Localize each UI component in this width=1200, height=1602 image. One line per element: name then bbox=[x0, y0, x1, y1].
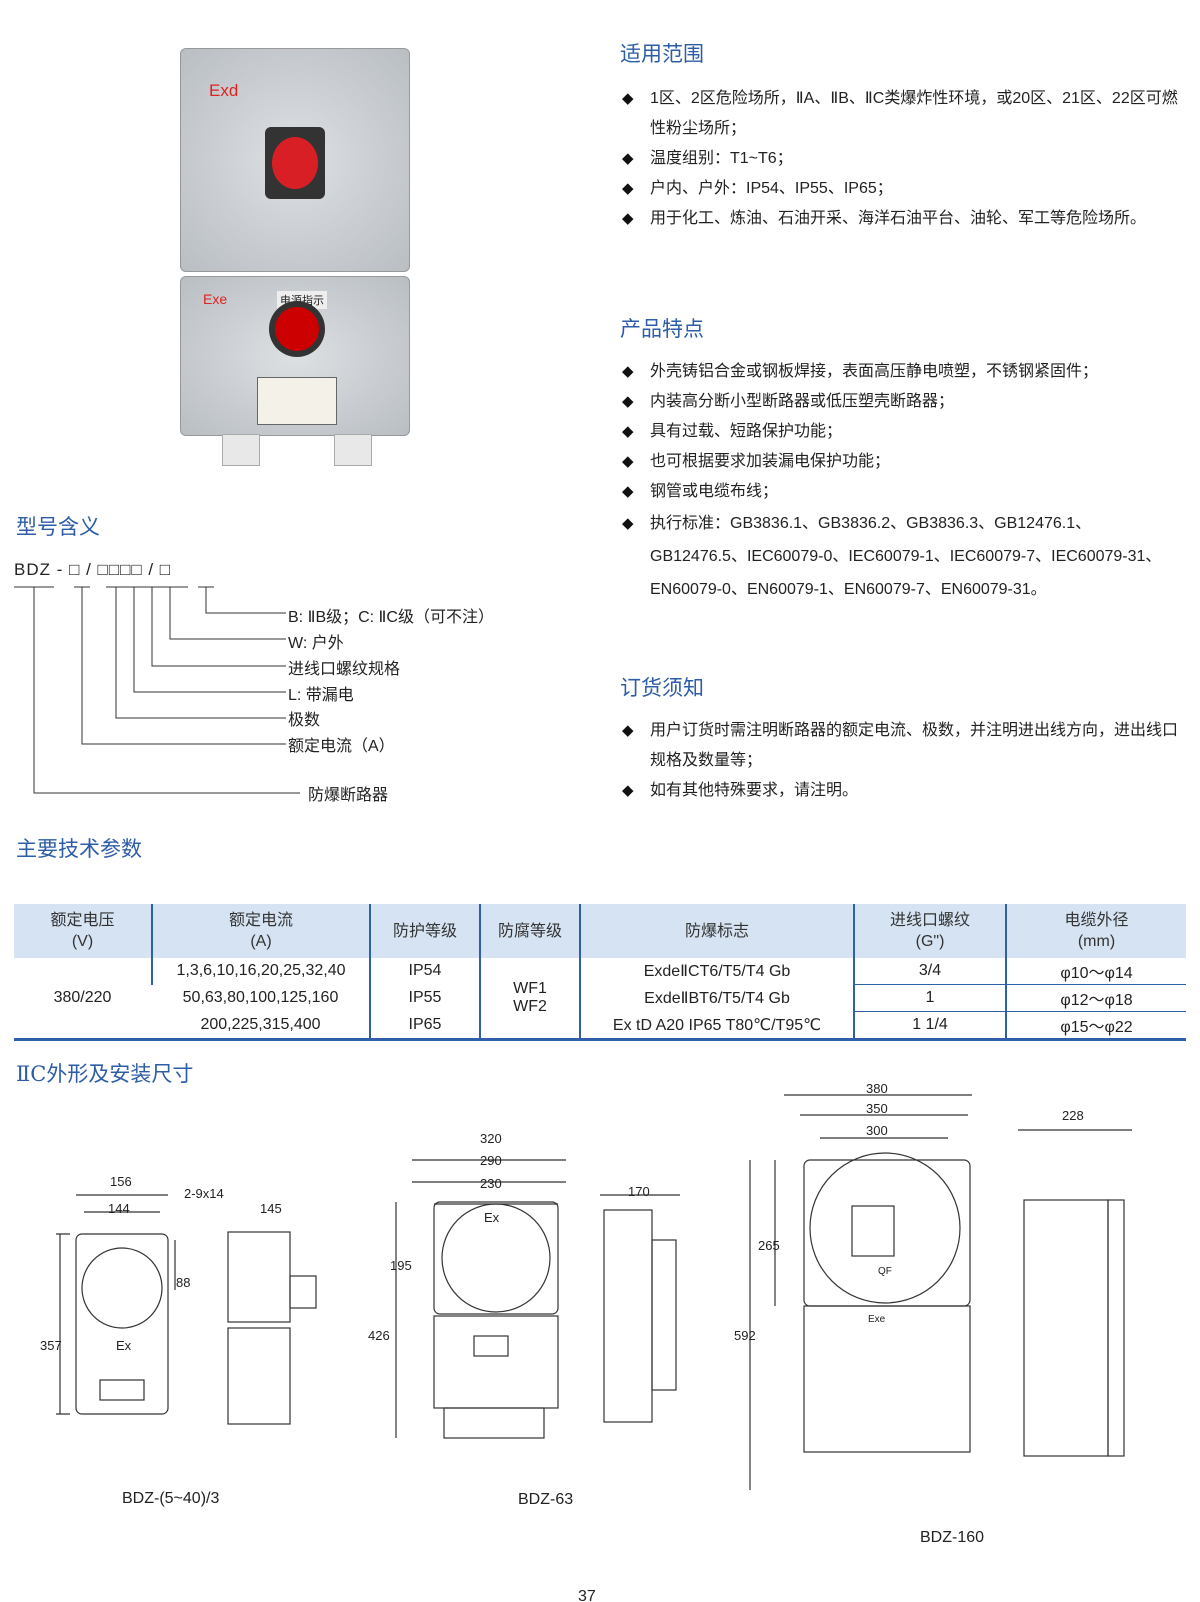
model-code: BDZ - □ / □□□□ / □ bbox=[14, 560, 172, 579]
list-item: 温度组别：T1~T6； bbox=[622, 144, 1182, 174]
list-item: 1区、2区危险场所，ⅡA、ⅡB、ⅡC类爆炸性环境，或20区、21区、22区可燃性… bbox=[622, 84, 1182, 144]
exd-enclosure: Exd bbox=[180, 48, 410, 272]
col-header: 进线口螺纹(G") bbox=[853, 904, 1006, 958]
list-item: 执行标准：GB3836.1、GB3836.2、GB3836.3、GB12476.… bbox=[622, 507, 1182, 606]
dimension-label: 265 bbox=[758, 1238, 780, 1253]
model-label: W: 户外 bbox=[288, 635, 344, 652]
list-item: 用于化工、炼油、石油开采、海洋石油平台、油轮、军工等危险场所。 bbox=[622, 204, 1182, 234]
indicator-lamp-icon bbox=[275, 307, 319, 351]
dimension-label: 170 bbox=[628, 1184, 650, 1199]
dimension-label: 290 bbox=[480, 1153, 502, 1168]
dimension-label: 230 bbox=[480, 1176, 502, 1191]
indicator-label: 电源指示 bbox=[277, 291, 327, 309]
col-header: 防爆标志 bbox=[579, 904, 854, 958]
order-list: 用户订货时需注明断路器的额定电流、极数，并注明进出线方向，进出线口规格及数量等；… bbox=[622, 716, 1182, 806]
dimension-label: Exe bbox=[868, 1314, 886, 1325]
section-title-features: 产品特点 bbox=[620, 317, 704, 341]
switch-handle-icon bbox=[265, 127, 325, 199]
features-list: 外壳铸铝合金或钢板焊接，表面高压静电喷塑，不锈钢紧固件； 内装高分断小型断路器或… bbox=[622, 357, 1182, 606]
model-code-leader-lines bbox=[14, 586, 300, 794]
dimension-label: 300 bbox=[866, 1123, 888, 1138]
dimension-label: 156 bbox=[110, 1174, 132, 1189]
list-item: 钢管或电缆布线； bbox=[622, 477, 1182, 507]
col-header: 电缆外径(mm) bbox=[1005, 904, 1186, 958]
col-header: 额定电压(V) bbox=[14, 904, 152, 958]
dimension-label: 592 bbox=[734, 1328, 756, 1343]
params-table: 额定电压(V) 额定电流(A) 防护等级 防腐等级 防爆标志 进线口螺纹(G")… bbox=[14, 904, 1186, 1041]
exd-label: Exd bbox=[209, 81, 239, 100]
dimension-label: 228 bbox=[1062, 1108, 1084, 1123]
section-title-scope: 适用范围 bbox=[620, 42, 704, 66]
dimension-label: Ex bbox=[116, 1338, 132, 1353]
dimension-label: 145 bbox=[260, 1201, 282, 1216]
list-item: 外壳铸铝合金或钢板焊接，表面高压静电喷塑，不锈钢紧固件； bbox=[622, 357, 1182, 387]
scope-list: 1区、2区危险场所，ⅡA、ⅡB、ⅡC类爆炸性环境，或20区、21区、22区可燃性… bbox=[622, 84, 1182, 234]
drawing-caption: BDZ-160 bbox=[920, 1529, 984, 1546]
dimension-label: 320 bbox=[480, 1131, 502, 1146]
model-label: B: ⅡB级；C: ⅡC级（可不注） bbox=[288, 609, 494, 626]
exe-label: Exe bbox=[203, 291, 228, 307]
list-item: 内装高分断小型断路器或低压塑壳断路器； bbox=[622, 387, 1182, 417]
dimension-label: QF bbox=[878, 1266, 892, 1277]
model-label: 极数 bbox=[288, 712, 321, 729]
dimension-label: Ex bbox=[484, 1210, 500, 1225]
drawing-caption: BDZ-(5~40)/3 bbox=[122, 1490, 219, 1507]
list-item: 户内、户外：IP54、IP55、IP65； bbox=[622, 174, 1182, 204]
list-item: 具有过载、短路保护功能； bbox=[622, 417, 1182, 447]
col-header: 额定电流(A) bbox=[151, 904, 370, 958]
nameplate bbox=[257, 377, 337, 425]
model-label: 进线口螺纹规格 bbox=[288, 661, 401, 678]
cable-gland-icon bbox=[334, 434, 372, 466]
list-item: 用户订货时需注明断路器的额定电流、极数，并注明进出线方向，进出线口规格及数量等； bbox=[622, 716, 1182, 776]
dimension-label: 426 bbox=[368, 1328, 390, 1343]
cable-gland-icon bbox=[222, 434, 260, 466]
drawing-caption: BDZ-63 bbox=[518, 1491, 573, 1508]
section-title-dims: ⅡC外形及安装尺寸 bbox=[16, 1062, 194, 1086]
col-header: 防护等级 bbox=[369, 904, 480, 958]
section-title-params: 主要技术参数 bbox=[16, 837, 142, 861]
section-title-order: 订货须知 bbox=[620, 676, 704, 700]
col-header: 防腐等级 bbox=[479, 904, 580, 958]
dimension-label: 350 bbox=[866, 1101, 888, 1116]
dimension-label: 357 bbox=[40, 1338, 62, 1353]
model-label: 防爆断路器 bbox=[308, 787, 389, 804]
list-item: 也可根据要求加装漏电保护功能； bbox=[622, 447, 1182, 477]
dimension-label: 2-9x14 bbox=[184, 1186, 224, 1201]
page-number: 37 bbox=[578, 1588, 596, 1602]
dimension-label: 195 bbox=[390, 1258, 412, 1273]
dimension-label: 380 bbox=[866, 1081, 888, 1096]
dimension-label: 144 bbox=[108, 1201, 130, 1216]
list-item: 如有其他特殊要求，请注明。 bbox=[622, 776, 1182, 806]
dimension-drawings: 156 144 2-9x14 145 88 357 Ex 320 290 230… bbox=[40, 1081, 1132, 1546]
model-label: L: 带漏电 bbox=[288, 687, 354, 704]
dimension-label: 88 bbox=[176, 1275, 190, 1290]
model-label: 额定电流（A） bbox=[288, 738, 395, 755]
section-title-model: 型号含义 bbox=[16, 515, 100, 539]
exe-enclosure: Exe 电源指示 bbox=[180, 276, 410, 436]
